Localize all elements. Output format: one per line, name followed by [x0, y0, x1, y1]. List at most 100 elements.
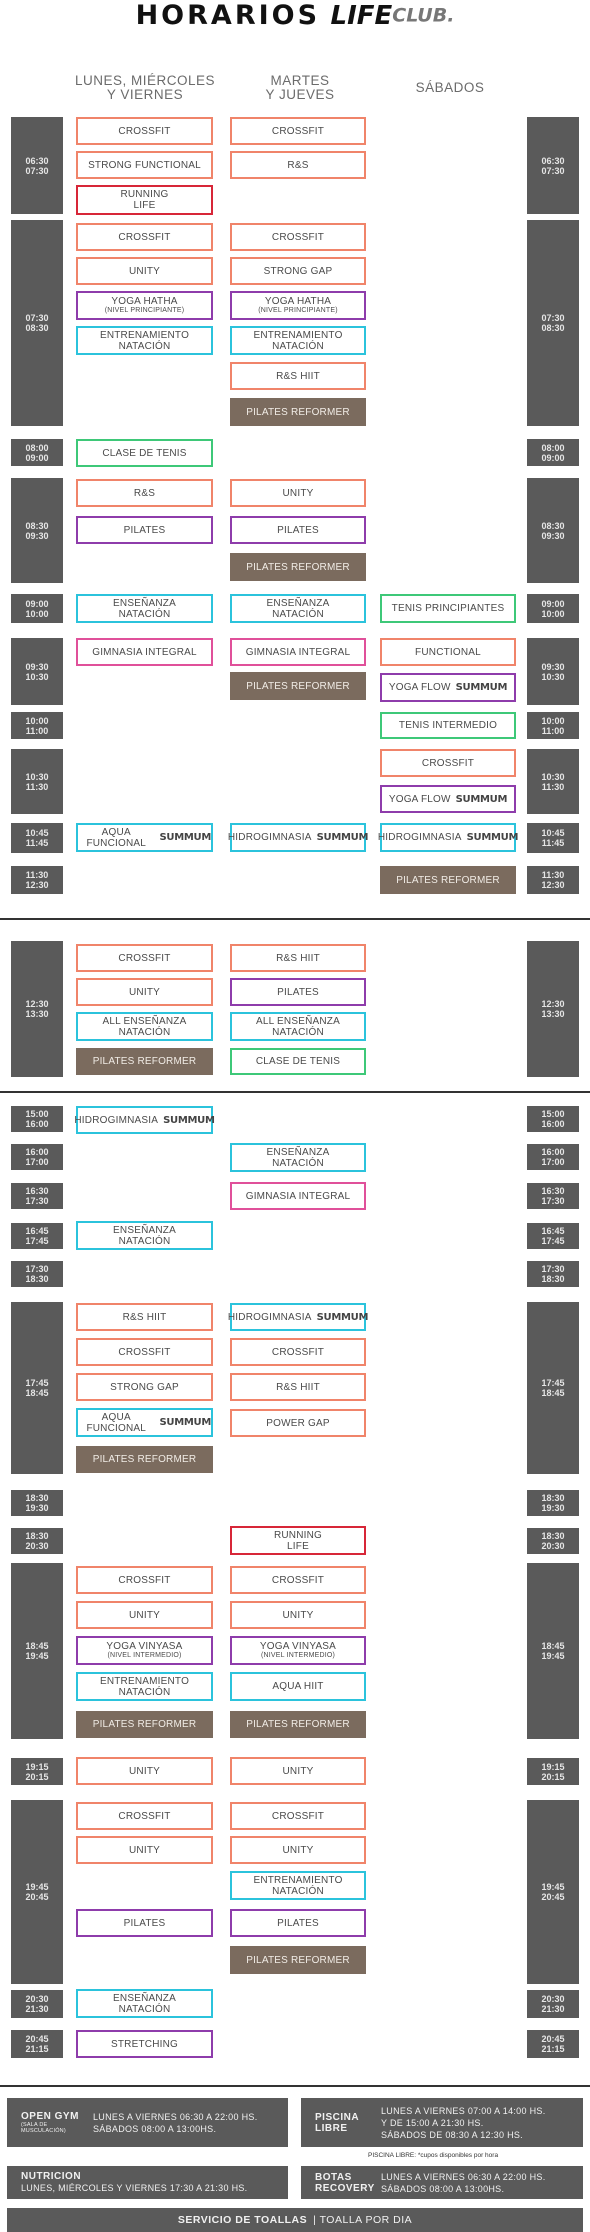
summum-logo: SUMMUM [455, 682, 508, 693]
time-block: 15:00 16:00 [527, 1106, 579, 1132]
class-pilates-reformer: PILATES REFORMER [230, 1711, 366, 1738]
class-crossfit: CROSSFIT [230, 1338, 366, 1366]
class-unity: UNITY [230, 1836, 366, 1864]
class-crossfit: CROSSFIT [230, 223, 366, 251]
class-gimnasia-integral: GIMNASIA INTEGRAL [76, 638, 213, 666]
class-yoga-vinyasa: YOGA VINYASA(NIVEL INTERMEDIO) [76, 1636, 213, 1665]
class-level-label: (NIVEL INTERMEDIO) [260, 1652, 336, 1659]
class-pilates: PILATES [230, 516, 366, 544]
class-all-ensenanza-natacion: ALL ENSEÑANZA NATACIÓN [76, 1012, 213, 1041]
class-pilates-reformer: PILATES REFORMER [76, 1446, 213, 1473]
class-ensenanza-natacion: ENSEÑANZA NATACIÓN [76, 594, 213, 623]
class-pilates-reformer: PILATES REFORMER [230, 398, 366, 426]
class-rs: R&S [76, 479, 213, 507]
class-level-label: (NIVEL PRINCIPIANTE) [104, 307, 185, 314]
class-crossfit: CROSSFIT [76, 1566, 213, 1594]
class-aqua-hiit: AQUA HIIT [230, 1672, 366, 1701]
time-block: 12:30 13:30 [11, 941, 63, 1077]
time-block: 09:30 10:30 [11, 638, 63, 705]
class-yoga-hatha-label: YOGA HATHA [111, 296, 178, 307]
time-block: 17:30 18:30 [527, 1261, 579, 1287]
botas-label: BOTAS RECOVERY [315, 2171, 375, 2194]
botas-panel: BOTAS RECOVERY LUNES A VIERNES 06:30 A 2… [301, 2166, 583, 2199]
time-block: 18:30 19:30 [527, 1490, 579, 1516]
title-life: LIFE [330, 0, 393, 31]
summum-logo: SUMMUM [163, 1114, 215, 1126]
class-pilates-reformer: PILATES REFORMER [76, 1711, 213, 1738]
time-block: 08:30 09:30 [527, 478, 579, 583]
class-ensenanza-natacion: ENSEÑANZA NATACIÓN [230, 1143, 366, 1172]
time-block: 20:30 21:30 [527, 1990, 579, 2018]
class-hidrogimnasia: HIDROGIMNASIA SUMMUM [227, 823, 369, 852]
time-block: 09:00 10:00 [527, 594, 579, 623]
class-crossfit: CROSSFIT [76, 117, 213, 145]
time-block: 18:30 20:30 [527, 1528, 579, 1554]
time-block: 12:30 13:30 [527, 941, 579, 1077]
class-aqua-funcional-label: AQUA FUNCIONAL [86, 826, 147, 849]
time-block: 17:30 18:30 [11, 1261, 63, 1287]
class-unity: UNITY [76, 1836, 213, 1864]
time-block: 10:30 11:30 [11, 749, 63, 814]
class-gimnasia-integral: GIMNASIA INTEGRAL [230, 638, 366, 666]
title-horarios: HORARIOS [135, 0, 321, 31]
piscina-note: PISCINA LIBRE: *cupos disponibles por ho… [368, 2152, 499, 2159]
time-block: 20:45 21:15 [11, 2030, 63, 2058]
class-yoga-flow-label: YOGA FLOW [388, 682, 451, 693]
class-rs-hiit: R&S HIIT [230, 362, 366, 390]
time-block: 15:00 16:00 [11, 1106, 63, 1132]
time-block: 08:00 09:00 [11, 439, 63, 466]
class-entrenamiento-natacion: ENTRENAMIENTO NATACIÓN [230, 326, 366, 355]
class-all-ensenanza-natacion: ALL ENSEÑANZA NATACIÓN [230, 1012, 366, 1041]
botas-hours: LUNES A VIERNES 06:30 A 22:00 HS. SÁBADO… [381, 2171, 546, 2194]
time-block: 17:45 18:45 [527, 1302, 579, 1474]
time-block: 10:45 11:45 [11, 823, 63, 853]
column-header-mj: MARTES Y JUEVES [265, 73, 335, 102]
class-pilates-reformer: PILATES REFORMER [76, 1048, 213, 1075]
time-block: 19:45 20:45 [11, 1800, 63, 1984]
class-crossfit: CROSSFIT [76, 1338, 213, 1366]
class-rs-hiit: R&S HIIT [230, 944, 366, 972]
class-crossfit: CROSSFIT [230, 117, 366, 145]
summum-logo: SUMMUM [159, 1417, 212, 1428]
piscina-hours: LUNES A VIERNES 07:00 A 14:00 HS. Y DE 1… [381, 2105, 546, 2140]
class-strong-functional: STRONG FUNCTIONAL [76, 151, 213, 179]
summum-logo: SUMMUM [316, 832, 369, 843]
class-strong-gap: STRONG GAP [230, 257, 366, 285]
class-ensenanza-natacion: ENSEÑANZA NATACIÓN [76, 1989, 213, 2018]
time-block: 08:30 09:30 [11, 478, 63, 583]
time-block: 16:30 17:30 [11, 1183, 63, 1209]
class-unity: UNITY [76, 978, 213, 1006]
open-gym-hours: LUNES A VIERNES 06:30 A 22:00 HS. SÁBADO… [93, 2111, 258, 2134]
class-hidrogimnasia-label: HIDROGIMNASIA [227, 832, 312, 843]
time-block: 18:45 19:45 [527, 1563, 579, 1739]
piscina-panel: PISCINA LIBRE LUNES A VIERNES 07:00 A 14… [301, 2098, 583, 2147]
time-block: 16:45 17:45 [527, 1223, 579, 1249]
nutricion-hours: LUNES, MIÉRCOLES Y VIERNES 17:30 A 21:30… [21, 2183, 248, 2193]
class-rs: R&S [230, 151, 366, 179]
time-block: 18:30 19:30 [11, 1490, 63, 1516]
section-divider [0, 2085, 590, 2087]
class-pilates-reformer: PILATES REFORMER [380, 866, 516, 894]
page-title: HORARIOS LIFECLUB. [0, 0, 590, 31]
class-pilates: PILATES [76, 1909, 213, 1937]
time-block: 16:30 17:30 [527, 1183, 579, 1209]
summum-logo: SUMMUM [466, 832, 519, 843]
class-strong-gap: STRONG GAP [76, 1373, 213, 1401]
class-pilates: PILATES [230, 978, 366, 1006]
class-hidrogimnasia-label: HIDROGIMNASIA [227, 1311, 312, 1323]
class-stretching: STRETCHING [76, 2030, 213, 2058]
class-running-life: RUNNING LIFE [230, 1526, 366, 1555]
class-level-label: (NIVEL PRINCIPIANTE) [258, 307, 338, 314]
class-power-gap: POWER GAP [230, 1409, 366, 1437]
class-rs-hiit: R&S HIIT [230, 1373, 366, 1401]
class-yoga-vinyasa-label: YOGA VINYASA [106, 1641, 183, 1652]
time-block: 06:30 07:30 [11, 117, 63, 214]
time-block: 11:30 12:30 [527, 866, 579, 894]
class-crossfit: CROSSFIT [76, 1802, 213, 1830]
time-block: 10:30 11:30 [527, 749, 579, 814]
section-divider [0, 918, 590, 920]
